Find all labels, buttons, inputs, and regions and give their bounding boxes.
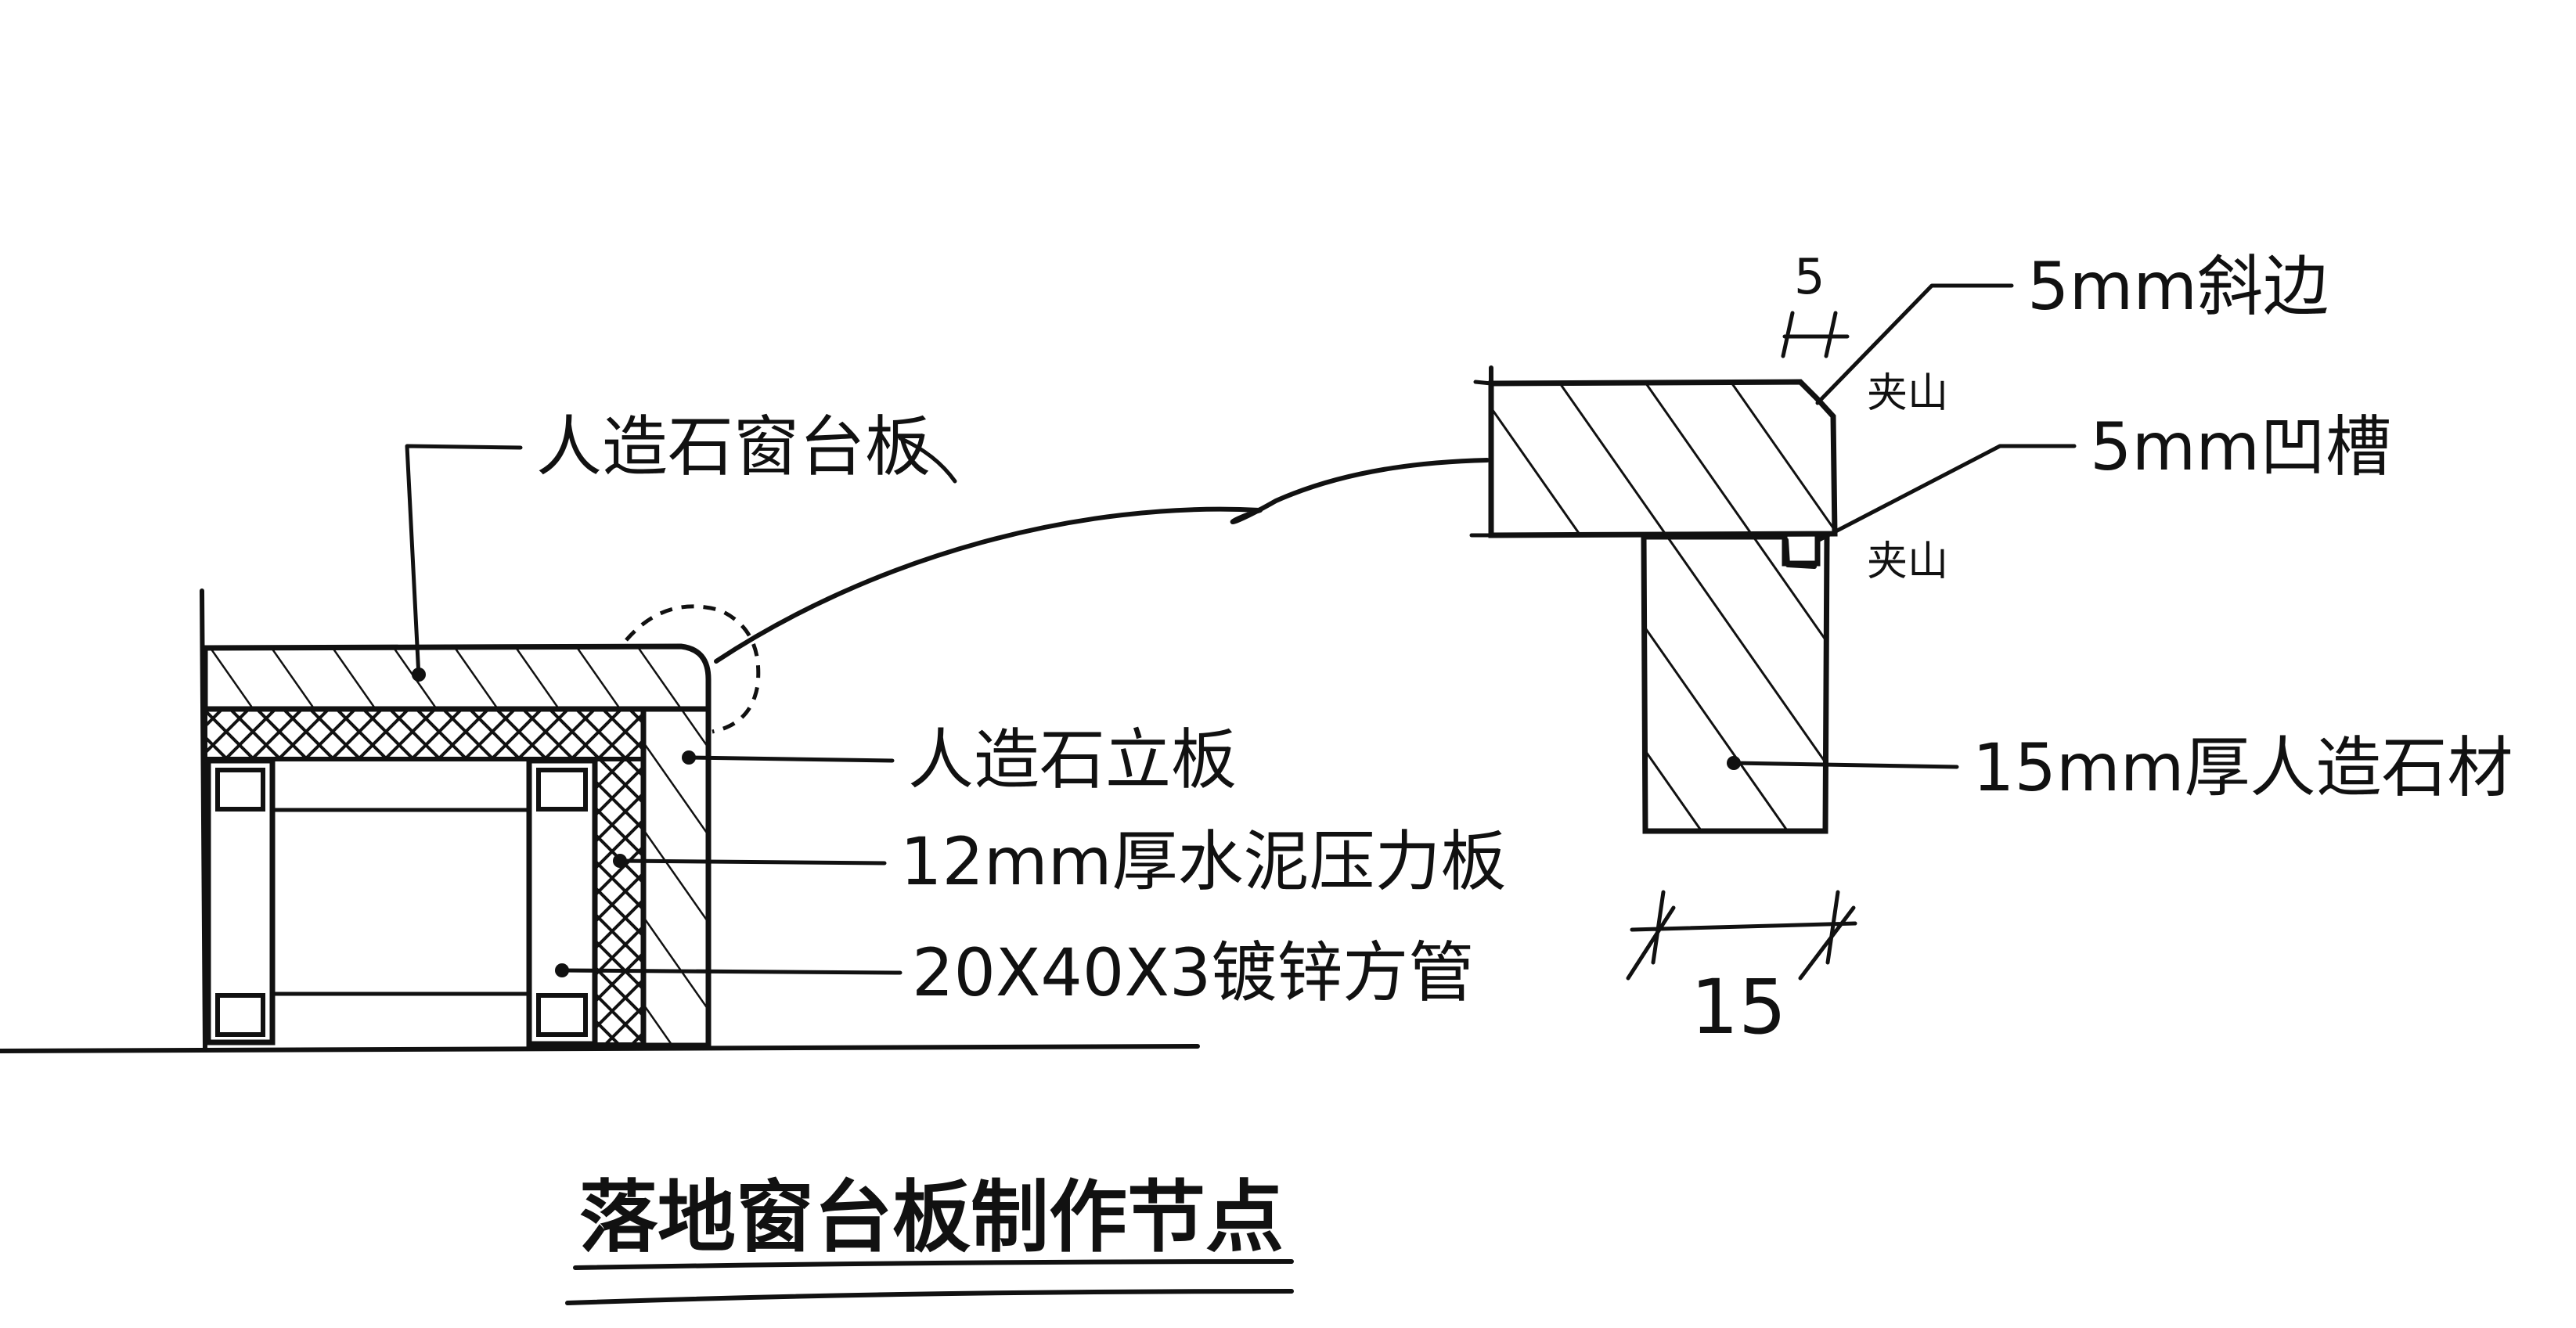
- leader-vertical-board: [686, 755, 895, 763]
- tube-right-bottom-box: [536, 993, 588, 1037]
- dot-stone: [1727, 756, 1741, 770]
- label-cement-board: 12mm厚水泥压力板: [900, 823, 1507, 900]
- tube-left-bottom-box: [215, 993, 265, 1037]
- label-cut-1: 夹山: [1867, 370, 1948, 417]
- label-cut-2: 夹山: [1867, 538, 1948, 585]
- leader-groove: [1817, 444, 2077, 542]
- detail-vertical-stone: [1641, 534, 1830, 834]
- cement-board-top: [203, 707, 646, 761]
- label-groove: 5mm凹槽: [2090, 408, 2391, 485]
- leader-steel-tube: [560, 968, 903, 975]
- detail-slab-edge-ext: [1473, 380, 1493, 386]
- leader-cement-board: [618, 858, 887, 866]
- callout-circle: [625, 604, 761, 734]
- title-underline-1: [573, 1259, 1294, 1270]
- dot-sill: [412, 668, 426, 682]
- vertical-board: [640, 706, 712, 1049]
- underline-sill-board: [898, 436, 957, 484]
- leader-stone: [1731, 761, 1959, 769]
- label-bevel: 5mm斜边: [2027, 248, 2329, 325]
- left-section: [0, 444, 1490, 1053]
- tube-right-top-box: [536, 768, 588, 812]
- dot-cement: [613, 854, 627, 868]
- title-underline-2: [565, 1289, 1294, 1305]
- tube-left-top-box: [215, 768, 265, 812]
- drawing-title: 落地窗台板制作节点: [579, 1171, 1284, 1263]
- width-dim-text: 15: [1691, 963, 1786, 1051]
- label-sill-board: 人造石窗台板: [536, 408, 931, 485]
- cement-board-side: [593, 757, 646, 1047]
- dot-steel: [555, 963, 569, 977]
- bevel-dim-text: 5: [1794, 248, 1825, 305]
- steel-tube-frame: [205, 758, 598, 1047]
- bevel-dim-ticks: [1781, 311, 1850, 358]
- leader-bevel: [1815, 283, 2014, 405]
- sill-board: [202, 643, 712, 712]
- ground-line: [0, 1044, 1200, 1053]
- label-vertical-board: 人造石立板: [908, 722, 1237, 798]
- detail-groove: [1784, 538, 1817, 569]
- label-stone-15mm: 15mm厚人造石材: [1973, 729, 2513, 806]
- label-steel-tube: 20X40X3镀锌方管: [912, 934, 1474, 1011]
- width-dim: [1626, 890, 1857, 981]
- leader-sill-board: [405, 444, 523, 679]
- connector-curve: [714, 458, 1490, 664]
- detail-top-slab: [1488, 379, 1838, 538]
- enlarged-detail: 5 15: [1469, 248, 2077, 1051]
- dot-vertical: [682, 750, 696, 765]
